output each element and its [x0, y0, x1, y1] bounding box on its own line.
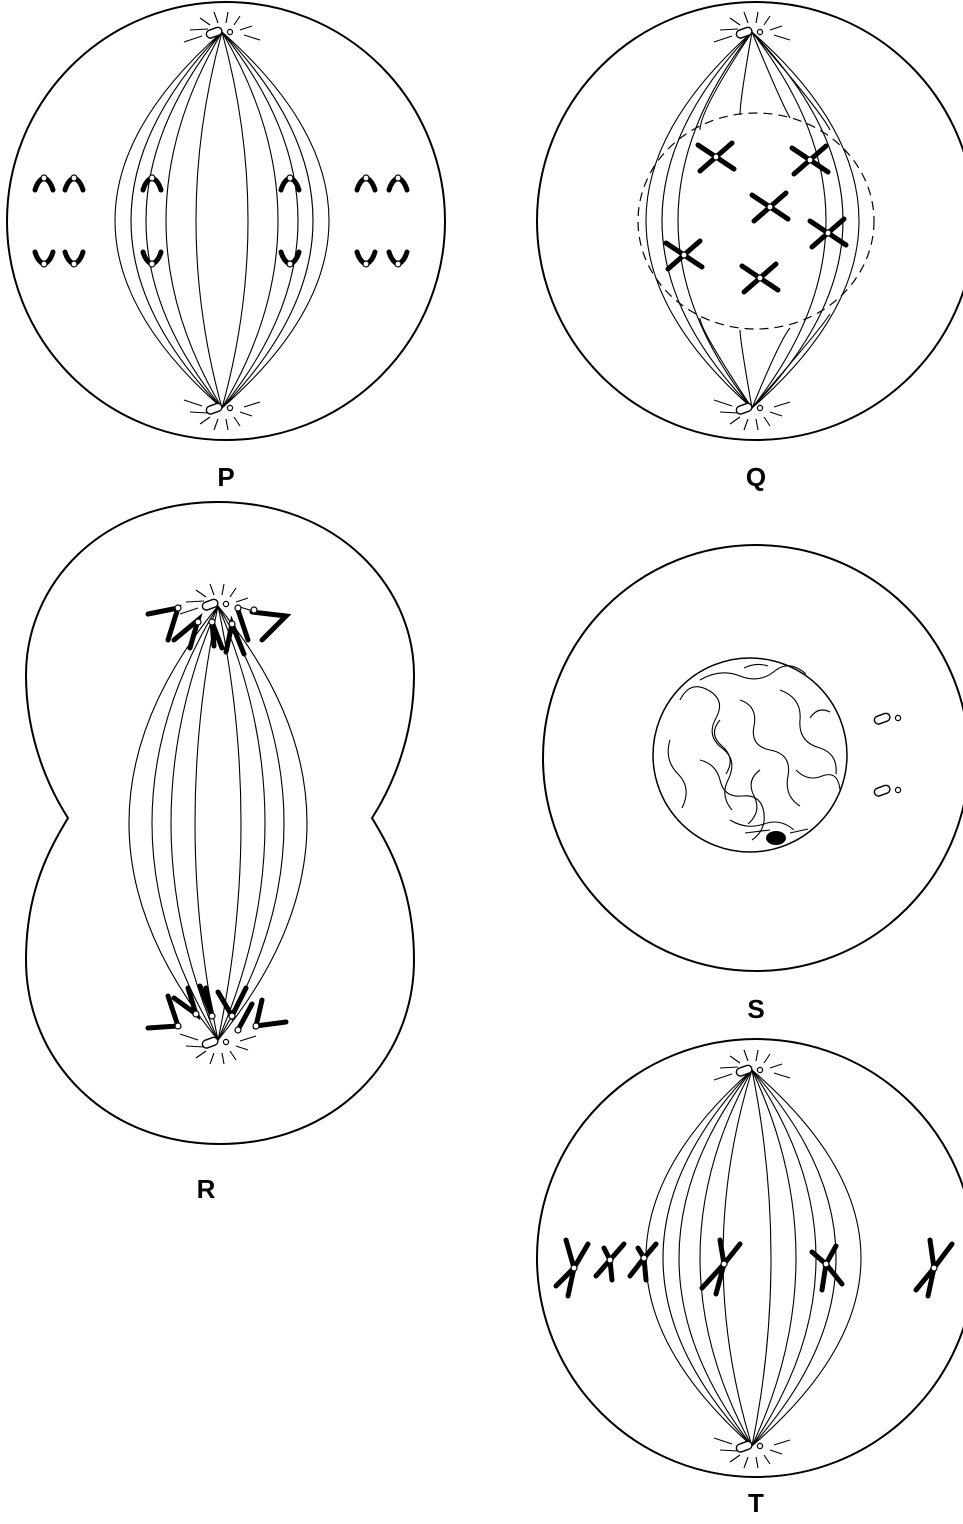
- cell-r-chromosomes-top: [148, 608, 286, 654]
- cell-s-nucleolus: [766, 831, 786, 845]
- cell-q-membrane: [537, 2, 963, 440]
- cell-p-membrane: [7, 2, 445, 440]
- cell-t: T: [537, 1039, 963, 1518]
- cell-t-centromeres: [571, 1255, 937, 1271]
- cell-r-chromosomes-bottom: [148, 986, 286, 1030]
- cell-p-centrioles: [184, 12, 260, 430]
- cell-p-label: P: [217, 462, 234, 492]
- cell-r-membrane: [26, 502, 414, 1144]
- cell-s: S: [543, 545, 963, 1024]
- cell-s-label: S: [747, 994, 764, 1024]
- cell-r-label: R: [197, 1174, 216, 1204]
- cell-t-chromosomes: [556, 1240, 952, 1296]
- cell-t-membrane: [537, 1039, 963, 1477]
- cell-r-spindle: [129, 606, 307, 1040]
- cell-q-label: Q: [746, 462, 766, 492]
- cell-r: R: [26, 502, 414, 1204]
- cell-p-spindle: [115, 32, 329, 408]
- cell-s-membrane: [543, 545, 963, 971]
- cell-p: P: [7, 2, 445, 492]
- cell-p-chromosomes: [35, 175, 407, 267]
- cell-q-chromosomes: [666, 143, 846, 292]
- cell-s-centrioles: [873, 712, 900, 797]
- cell-s-chromatin: [668, 664, 840, 840]
- cell-q: Q: [537, 2, 963, 492]
- cell-t-label: T: [748, 1488, 764, 1518]
